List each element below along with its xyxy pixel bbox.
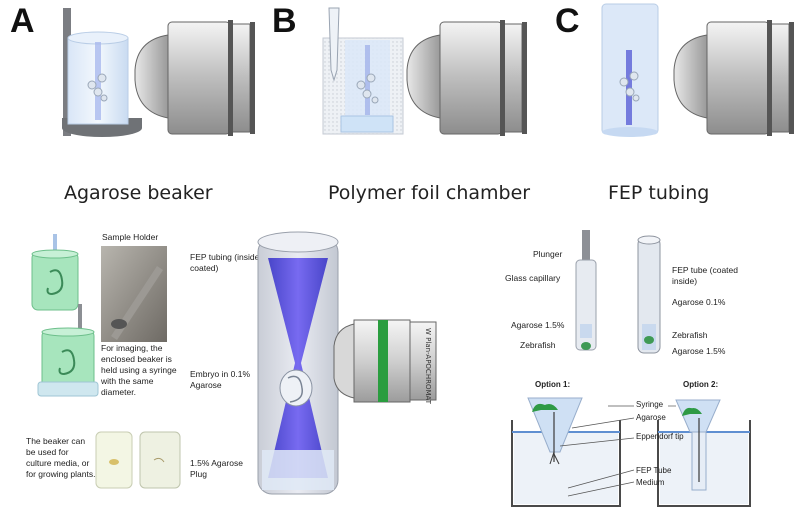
panel-c-letter: C (555, 2, 580, 40)
objective-engraving: W Plan-APOCHROMAT (424, 328, 432, 405)
glass-capillary-label: Glass capillary (505, 273, 561, 283)
syringe-rod (63, 8, 71, 136)
sample-holder-label: Sample Holder (102, 232, 159, 242)
culture-note: The beaker can be used for culture media… (26, 436, 96, 479)
agarose-15-right-label: Agarose 1.5% (672, 346, 726, 356)
option2-label: Option 2: (683, 380, 719, 389)
objective-lens-icon (673, 20, 794, 136)
panel-b-caption: Polymer foil chamber (328, 182, 531, 204)
tube-objective-illustration: W Plan-APOCHROMAT (257, 231, 437, 495)
culture-beakers (95, 431, 181, 489)
option1-label: Option 1: (535, 380, 571, 389)
fep-tube-coated-label: FEP tube (coated inside) (672, 265, 738, 286)
eppendorf-label: Eppendorf tip (636, 432, 684, 441)
plunger-label: Plunger (533, 249, 563, 259)
objective-lens-icon (406, 20, 527, 136)
zebrafish-left-label: Zebrafish (520, 340, 556, 350)
light-sheet-beam (268, 258, 328, 478)
fep-tube-label: FEP Tube (636, 466, 672, 475)
syringe-label: Syringe (636, 400, 664, 409)
panel-c-caption: FEP tubing (608, 182, 710, 204)
agarose-plug-label: 1.5% Agarose Plug (190, 458, 243, 479)
pipette (328, 7, 340, 82)
agarose-15-left-label: Agarose 1.5% (511, 320, 565, 330)
panel-b-letter: B (272, 2, 297, 40)
panel-a-illustration (62, 8, 255, 137)
panel-b-illustration (322, 7, 527, 136)
agarose-label: Agarose (636, 413, 666, 422)
agarose-01-label: Agarose 0.1% (672, 297, 726, 307)
objective-lens-icon (134, 20, 255, 136)
panel-c-illustration (601, 3, 794, 137)
medium-label: Medium (636, 478, 665, 487)
fep-tubing-label: FEP tubing (inside coated) (190, 252, 260, 273)
embryo-icon (279, 369, 313, 407)
options-illustration (511, 397, 751, 507)
beaker-holder-illustration (31, 234, 99, 397)
zebrafish-right-label: Zebrafish (672, 330, 708, 340)
imaging-note: For imaging, the enclosed beaker is held… (101, 343, 177, 397)
panel-a-caption: Agarose beaker (64, 182, 213, 204)
water-dipping-objective: W Plan-APOCHROMAT (333, 319, 437, 405)
sample-holder-photo (101, 246, 167, 342)
embryo-label: Embryo in 0.1% Agarose (190, 369, 250, 390)
capillary-illustration (575, 230, 661, 354)
panel-a-letter: A (10, 2, 35, 40)
